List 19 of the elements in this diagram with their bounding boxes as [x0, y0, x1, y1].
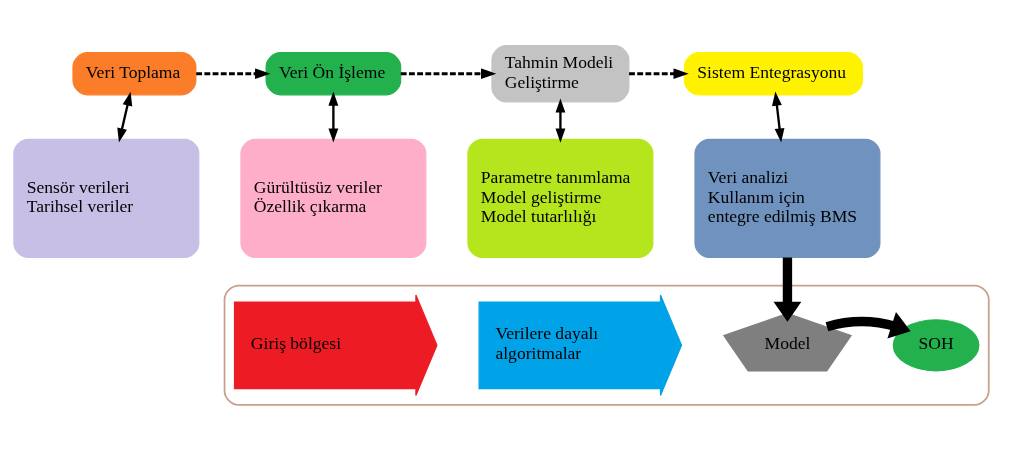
node-box: Tahmin Modeli Geliştirme: [490, 45, 629, 103]
arrow: [628, 68, 689, 80]
node-box: Gürültüsüz veriler Özellik çıkarma: [239, 138, 426, 259]
arrow: [773, 257, 801, 322]
node-box: Sensör verileri Tarihsel veriler: [12, 138, 199, 259]
arrow: [825, 311, 911, 339]
arrow: [327, 91, 338, 143]
node-box: Veri Toplama: [71, 52, 196, 96]
arrow: [400, 68, 496, 80]
node-box: Veri analizi Kullanım için entegre edilmiş BMS: [693, 138, 880, 259]
node-box: Parametre tanımlama Model geliştirme Model tutarlılığı: [466, 138, 653, 259]
arrow: [771, 91, 784, 143]
node-box: Veri Ön İşleme: [265, 52, 401, 96]
node-box: Sistem Entegrasyonu: [683, 52, 863, 96]
arrow: [116, 91, 132, 143]
cluster: [223, 284, 990, 406]
arrow: [555, 98, 565, 143]
arrow: [195, 68, 270, 80]
node-ellipse: SOH: [892, 319, 979, 372]
